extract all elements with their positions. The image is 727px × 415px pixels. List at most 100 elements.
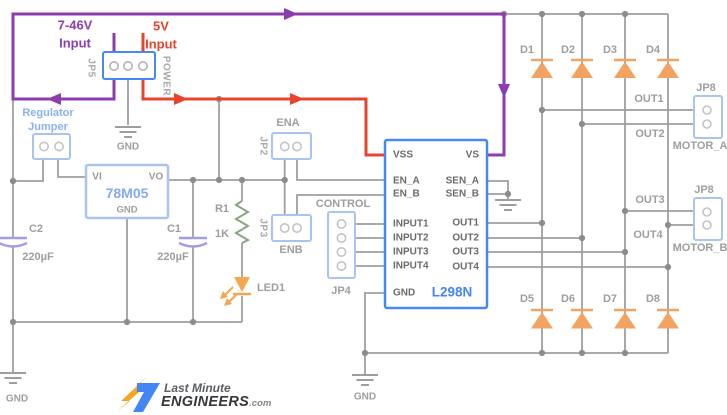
logo-tagline: Last Minute bbox=[164, 381, 231, 395]
l298n-name: L298N bbox=[431, 284, 473, 300]
diode-d5-icon bbox=[531, 308, 553, 329]
out3-wire-label: OUT3 bbox=[635, 194, 665, 206]
gnd-bottom-label: GND bbox=[353, 391, 377, 403]
78m05-gnd-pin-label: GND bbox=[116, 204, 138, 216]
l298n-pin-gnd: GND bbox=[393, 287, 416, 299]
l298n-ic bbox=[383, 138, 489, 310]
jp5-pin1 bbox=[109, 60, 120, 71]
jp5-pin2 bbox=[123, 60, 134, 71]
d4-label: D4 bbox=[645, 44, 661, 56]
wire-to-regjumper-pin1 bbox=[13, 160, 44, 182]
diode-d3-icon bbox=[614, 58, 636, 78]
jp4-header bbox=[327, 211, 356, 279]
d3-label: D3 bbox=[602, 44, 618, 56]
wire-sense-gnd bbox=[487, 180, 509, 200]
jp8a-pin2 bbox=[702, 119, 712, 129]
capacitor-c1-icon bbox=[178, 236, 208, 248]
ground-jp5-icon bbox=[115, 126, 141, 138]
out4-wire-label: OUT4 bbox=[633, 229, 663, 241]
c1-ref-label: C1 bbox=[166, 223, 182, 235]
jp2-label: JP2 bbox=[257, 136, 269, 156]
d6-label: D6 bbox=[560, 293, 576, 305]
jp8-motor-b-connector bbox=[693, 197, 723, 241]
jp8b-pin2 bbox=[702, 220, 712, 230]
jp8-motor-a-connector bbox=[693, 95, 723, 139]
jp8-motor-b-label: JP8 bbox=[694, 184, 714, 196]
ground-symbols bbox=[0, 126, 521, 386]
c2-ref-label: C2 bbox=[28, 223, 44, 235]
l298n-pin-input4: INPUT4 bbox=[393, 260, 429, 272]
wire-motor-b bbox=[625, 210, 694, 226]
l298n-pin-ena: EN_A bbox=[393, 175, 420, 187]
regjumper-pin2 bbox=[53, 141, 64, 152]
logo-wordmark: ENGINEERS.com bbox=[161, 393, 271, 411]
regulator-78m05 bbox=[84, 163, 170, 220]
led1-icon bbox=[220, 277, 251, 306]
wire-layer bbox=[12, 13, 694, 375]
jp2-pin2 bbox=[291, 141, 302, 152]
hv-input-label-line1: 7-46V bbox=[57, 17, 93, 33]
c2-value-label: 220µF bbox=[22, 251, 54, 263]
wire-regjumper-to-vi bbox=[57, 160, 86, 178]
hv-input-label-line2: Input bbox=[59, 35, 91, 51]
wire-motor-a bbox=[542, 109, 694, 125]
jp4-pin1 bbox=[336, 219, 347, 230]
logo-bolt-icon bbox=[116, 375, 160, 412]
component-bodies bbox=[32, 51, 723, 310]
d7-label: D7 bbox=[602, 293, 618, 305]
diode-d6-icon bbox=[571, 308, 593, 329]
78m05-name: 78M05 bbox=[105, 185, 149, 201]
wire-ic-outputs bbox=[487, 222, 668, 268]
d1-label: D1 bbox=[519, 44, 535, 56]
hv-arrow-left-icon bbox=[47, 93, 61, 105]
diode-d8-icon bbox=[657, 308, 679, 329]
logo-wordmark-suffix: .com bbox=[249, 398, 272, 409]
logo-wordmark-main: ENGINEERS bbox=[161, 394, 250, 410]
jp3-pin1 bbox=[279, 223, 290, 234]
78m05-vi-pin-label: VI bbox=[92, 171, 102, 183]
jp4-pin3 bbox=[336, 247, 347, 258]
ground-left-icon bbox=[0, 372, 26, 384]
jp2-pin1 bbox=[279, 141, 290, 152]
l298n-pin-vss: VSS bbox=[393, 149, 414, 161]
c1-value-label: 220µF bbox=[157, 251, 189, 263]
wire-diode-columns bbox=[541, 14, 669, 353]
resistor-r1-icon bbox=[234, 200, 251, 244]
diode-icons bbox=[531, 58, 679, 329]
r1-value-label: 1K bbox=[214, 228, 230, 240]
jp5-pin3 bbox=[138, 60, 149, 71]
jp5-label: JP5 bbox=[85, 58, 97, 78]
d8-label: D8 bbox=[645, 293, 661, 305]
power-label: POWER bbox=[160, 55, 172, 97]
capacitor-c2-icon bbox=[0, 236, 28, 248]
l298n-pin-out3: OUT3 bbox=[452, 246, 479, 258]
ena-label: ENA bbox=[276, 117, 300, 129]
wire-jp4-inputs bbox=[341, 223, 385, 267]
jp2-jumper bbox=[271, 132, 312, 160]
hv-arrow-down-icon bbox=[498, 84, 510, 98]
jp3-label: JP3 bbox=[257, 218, 269, 238]
diode-d2-icon bbox=[571, 58, 593, 78]
l298n-pin-out4: OUT4 bbox=[452, 261, 479, 273]
jp8-motor-a-label: JP8 bbox=[696, 82, 716, 94]
v5-input-label-line2: Input bbox=[145, 36, 177, 52]
jp8a-pin1 bbox=[702, 105, 712, 115]
wire-ic-gnd bbox=[364, 292, 385, 375]
control-label: CONTROL bbox=[315, 198, 371, 210]
jp4-pin2 bbox=[336, 233, 347, 244]
ground-sense-icon bbox=[495, 199, 521, 211]
l298n-pin-senb: SEN_B bbox=[445, 188, 479, 200]
diode-d7-icon bbox=[614, 308, 636, 329]
regulator-jumper bbox=[32, 133, 71, 160]
v5-arrow-right2-icon bbox=[290, 93, 304, 105]
enb-label: ENB bbox=[279, 244, 303, 256]
l298n-pin-enb: EN_B bbox=[393, 188, 420, 200]
regulator-jumper-label-line2: Jumper bbox=[28, 121, 68, 133]
d2-label: D2 bbox=[560, 44, 576, 56]
out2-wire-label: OUT2 bbox=[635, 128, 665, 140]
hv-wire bbox=[11, 12, 506, 157]
led1-ref-label: LED1 bbox=[256, 282, 286, 294]
diode-d4-icon bbox=[657, 58, 679, 78]
v5-wire bbox=[141, 70, 385, 157]
